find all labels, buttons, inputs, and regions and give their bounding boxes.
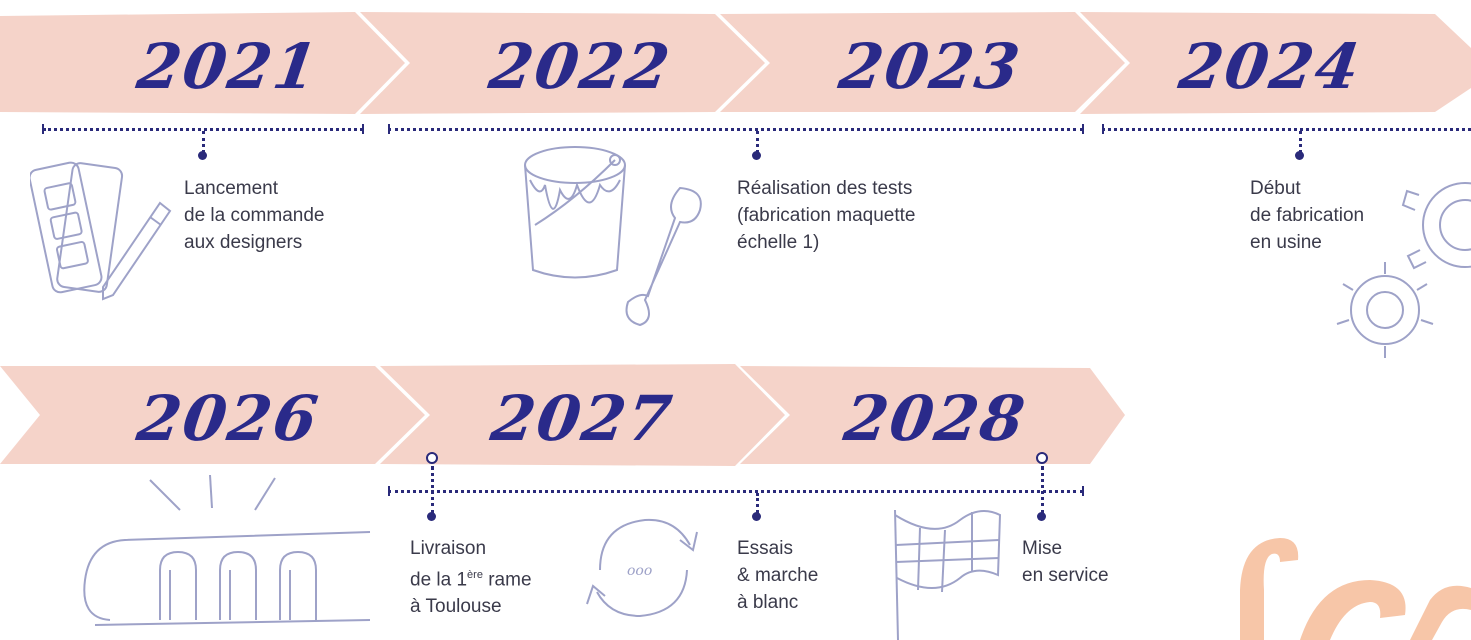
logo-letter-icon [1180,510,1471,640]
cycle-arrows-icon: ooo [575,500,710,635]
connector-2028 [1041,466,1044,514]
marker-ring-2028 [1036,452,1048,464]
year-2027: 2027 [486,382,678,455]
timeline-dotline-2022-2023 [388,128,1083,131]
connector-2027b [756,493,759,513]
marker-dot-2023 [752,151,761,160]
marker-dot-2028 [1037,512,1046,521]
tick [388,124,390,134]
connector-2023 [756,131,759,153]
event-2024: Début de fabrication en usine [1250,178,1365,253]
marker-ring-2027 [426,452,438,464]
tram-icon [70,470,390,640]
event-2028-service: Mise en service [1022,538,1109,586]
svg-text:ooo: ooo [627,563,652,579]
color-swatch-icon [30,145,180,300]
gears-icon [1325,150,1471,360]
timeline-dotline-row2 [388,490,1083,493]
year-2023: 2023 [834,30,1026,103]
tick [1082,124,1084,134]
event-2021: Lancement de la commande aux designers [184,178,325,253]
marker-dot-2027a [427,512,436,521]
year-2024: 2024 [1174,30,1366,103]
event-2023: Réalisation des tests (fabrication maque… [737,178,916,253]
tick [1102,124,1104,134]
connector-2021 [202,131,205,153]
timeline-dotline-2024 [1102,128,1471,131]
marker-dot-2024 [1295,151,1304,160]
checkered-flag-icon [880,500,1010,640]
tick [362,124,364,134]
event-2027-tests: Essais & marche à blanc [737,538,819,613]
paint-bucket-icon [515,140,645,290]
connector-2027a [431,466,434,514]
tick [42,124,44,134]
event-2027-delivery: Livraison de la 1ère rame à Toulouse [410,538,532,618]
timeline-ribbon-row1 [0,8,1471,118]
year-2026: 2026 [132,382,324,455]
year-2028: 2028 [839,382,1031,455]
year-2021: 2021 [132,30,324,103]
marker-dot-2021 [198,151,207,160]
tick [388,486,390,496]
timeline-dotline-2021 [43,128,363,131]
connector-2024 [1299,131,1302,153]
tick [1082,486,1084,496]
pencil-icon [95,195,175,305]
timeline-ribbon-row2 [0,360,1471,470]
wrench-icon [620,180,710,330]
year-2022: 2022 [484,30,676,103]
marker-dot-2027b [752,512,761,521]
